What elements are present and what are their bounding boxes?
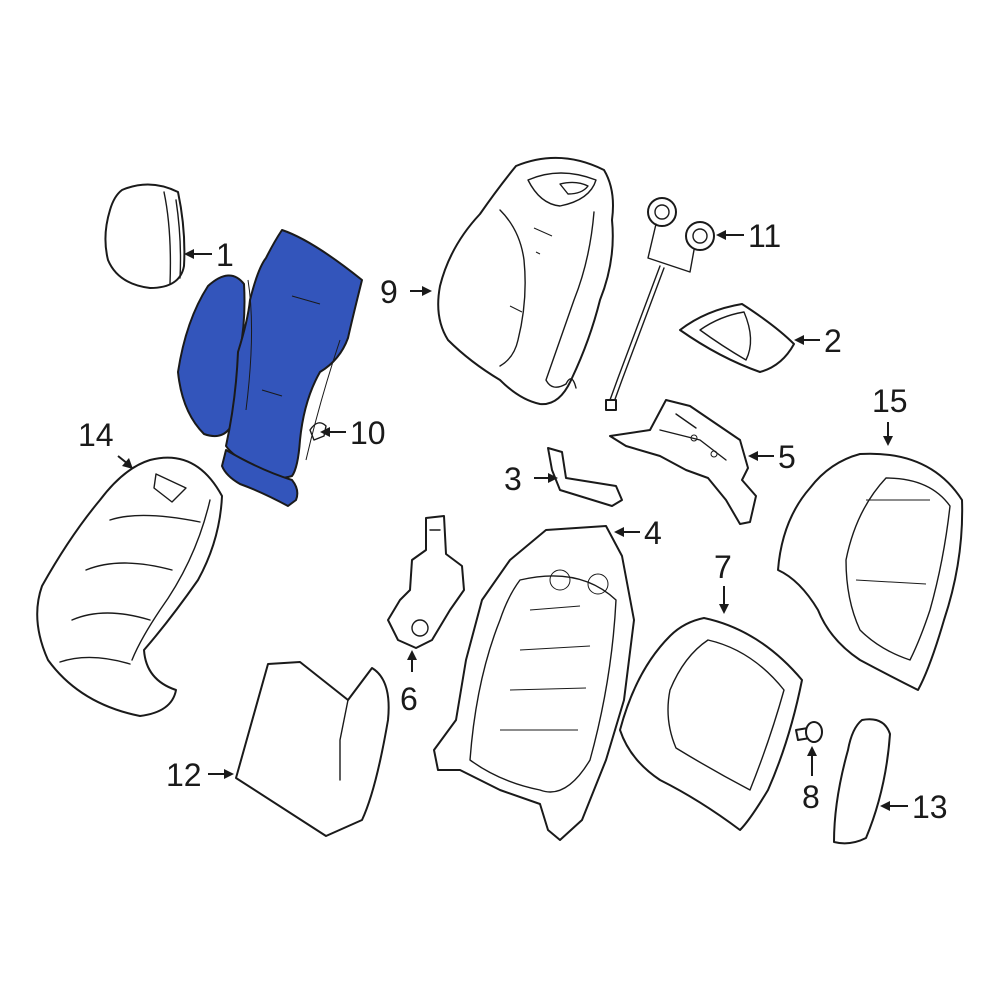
part-2-pad[interactable]	[679, 303, 795, 373]
part-3-strip[interactable]	[547, 447, 623, 507]
part-10-seat-back-pad[interactable]	[177, 229, 363, 507]
part-8-bolt[interactable]	[795, 721, 823, 743]
callout-1[interactable]: 1	[216, 237, 234, 273]
part-12-back-panel[interactable]	[235, 661, 390, 837]
callout-11[interactable]: 11	[748, 218, 781, 254]
part-6-motor[interactable]	[387, 515, 465, 649]
callout-6[interactable]: 6	[400, 681, 418, 717]
part-13-trim[interactable]	[833, 718, 891, 845]
callout-2[interactable]: 2	[824, 323, 842, 359]
part-15-back-cover[interactable]	[777, 452, 964, 691]
callout-15[interactable]: 15	[872, 383, 908, 419]
part-9-seat-back-cover[interactable]	[437, 156, 614, 406]
callout-5[interactable]: 5	[778, 439, 796, 475]
callout-9[interactable]: 9	[380, 274, 398, 310]
callout-13[interactable]: 13	[912, 789, 948, 825]
callout-14[interactable]: 14	[78, 417, 114, 453]
part-11-sensor-harness[interactable]	[605, 197, 715, 411]
leaders	[117, 230, 908, 811]
part-14-cover[interactable]	[36, 456, 223, 717]
callout-labels: 1 2 3 4 5 6 7 8 9 10 11 12 13 14 15	[78, 218, 948, 825]
part-4-frame[interactable]	[433, 525, 635, 841]
callout-7[interactable]: 7	[714, 549, 732, 585]
part-5-bracket[interactable]	[609, 399, 757, 525]
callout-10[interactable]: 10	[350, 415, 386, 451]
part-7-frame-panel[interactable]	[619, 617, 803, 831]
callout-12[interactable]: 12	[166, 757, 202, 793]
callout-4[interactable]: 4	[644, 515, 662, 551]
callout-3[interactable]: 3	[504, 461, 522, 497]
callout-8[interactable]: 8	[802, 779, 820, 815]
part-1-headrest[interactable]	[104, 183, 186, 289]
